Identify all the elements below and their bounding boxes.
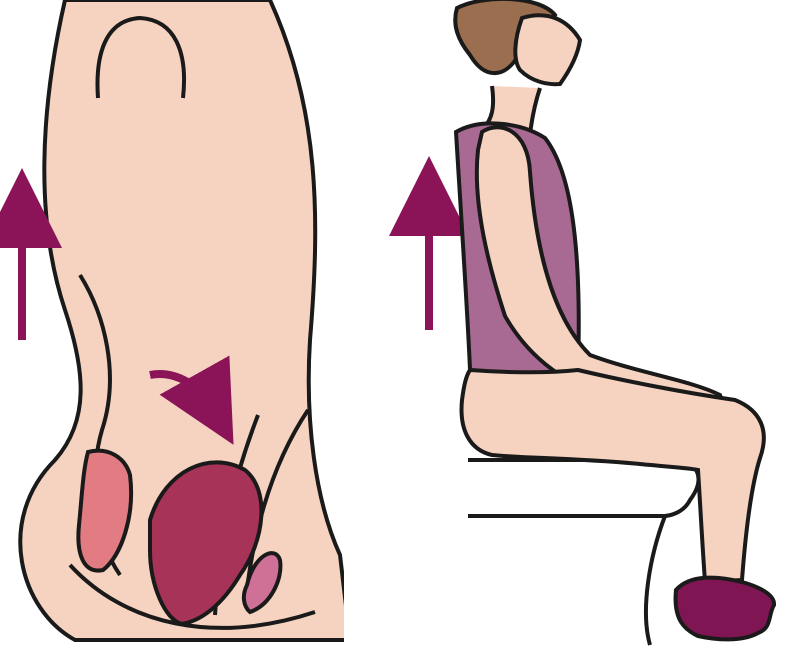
slipper-foot: [676, 578, 775, 640]
left-panel: [20, 0, 350, 640]
bench-leg: [646, 516, 665, 645]
bench-seat: [468, 460, 698, 516]
right-panel: [429, 0, 774, 645]
head-face: [515, 15, 580, 84]
